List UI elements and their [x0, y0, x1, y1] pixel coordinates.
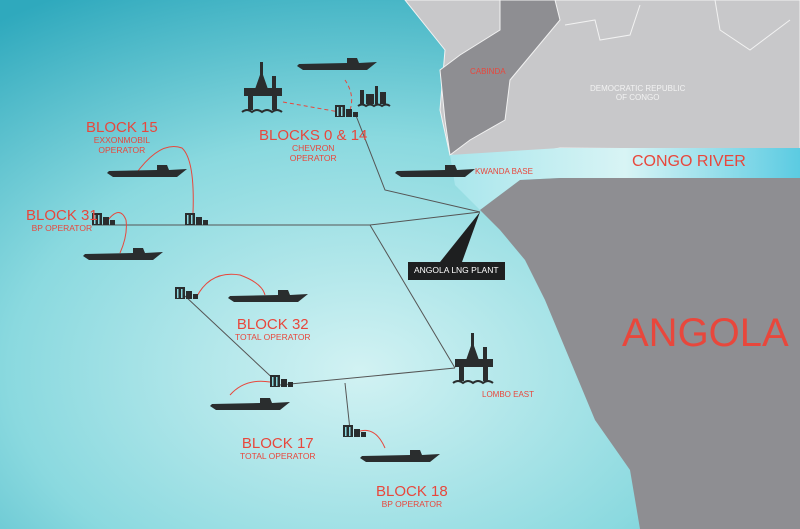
lombo-east-label: LOMBO EAST: [482, 390, 535, 399]
drc-label-line1: DEMOCRATIC REPUBLIC: [590, 84, 686, 93]
angola-label: ANGOLA: [622, 311, 789, 355]
block-18-label: BLOCK 18 BP OPERATOR: [376, 483, 448, 510]
congo-river: [450, 148, 800, 210]
block-17-label: BLOCK 17 TOTAL OPERATOR: [240, 435, 316, 462]
block-operator: BP OPERATOR: [381, 499, 443, 510]
block-31-label: BLOCK 31 BP OPERATOR: [26, 207, 98, 234]
block-operator: TOTAL OPERATOR: [235, 332, 311, 343]
block-operator: OPERATOR: [289, 153, 337, 164]
block-15-label: BLOCK 15 EXXONMOBIL OPERATOR: [86, 119, 158, 156]
lng-plant-marker: [440, 212, 480, 262]
block-32-label: BLOCK 32 TOTAL OPERATOR: [235, 316, 311, 343]
block-name: BLOCKS 0 & 14: [259, 127, 368, 144]
block-operator: EXXONMOBIL: [93, 135, 150, 146]
block-operator: BP OPERATOR: [31, 223, 93, 234]
block-name: BLOCK 31: [26, 207, 98, 224]
block-operator: CHEVRON: [291, 143, 335, 154]
angola-land: [480, 178, 800, 529]
block-name: BLOCK 17: [241, 435, 314, 452]
lng-plant-label: ANGOLA LNG PLANT: [408, 262, 505, 280]
block-operator: TOTAL OPERATOR: [240, 451, 316, 462]
refinery-icon: [357, 86, 391, 108]
borders: [564, 0, 791, 51]
blocks-0-14-label: BLOCKS 0 & 14 CHEVRON OPERATOR: [259, 127, 367, 164]
drc-label: DEMOCRATIC REPUBLIC OF CONGO: [590, 84, 685, 102]
drc-label-line2: OF CONGO: [615, 93, 660, 103]
block-name: BLOCK 18: [376, 483, 448, 500]
cabinda-label: CABINDA: [470, 67, 506, 76]
kwanda-base-label: KWANDA BASE: [475, 167, 533, 176]
block-operator: OPERATOR: [98, 145, 146, 156]
congo-river-label: CONGO RIVER: [632, 153, 746, 170]
block-name: BLOCK 32: [236, 316, 309, 333]
cabinda-land: [439, 0, 561, 156]
block-name: BLOCK 15: [86, 119, 158, 136]
